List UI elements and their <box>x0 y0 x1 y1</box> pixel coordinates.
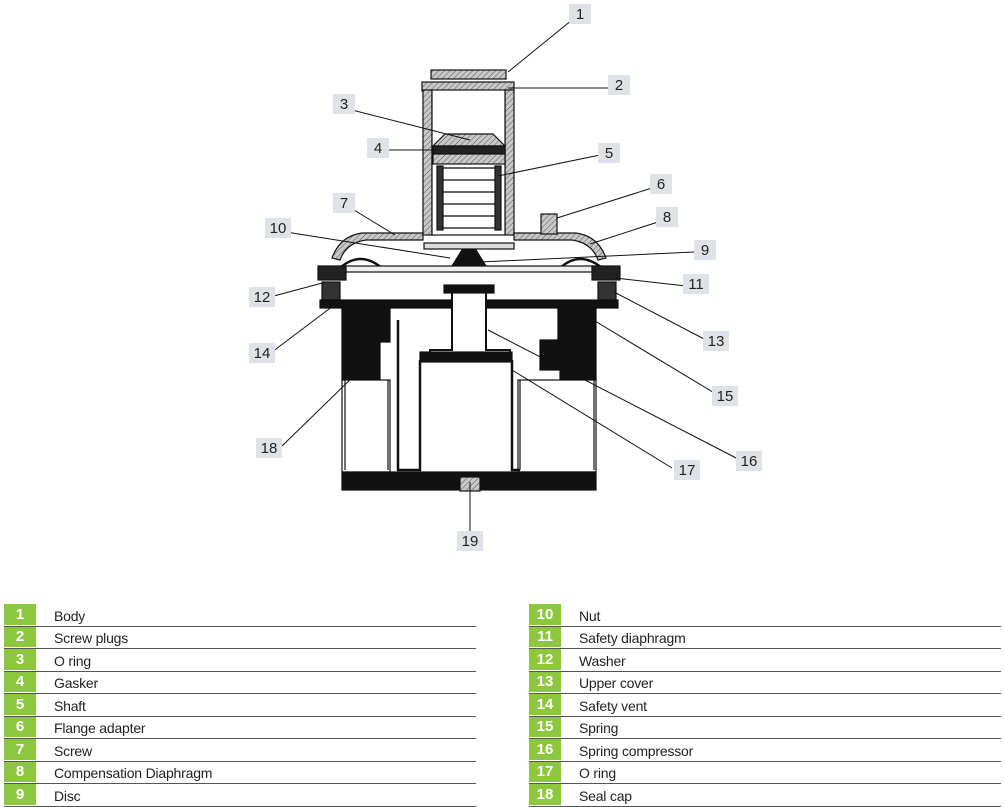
callout-13: 13 <box>703 331 729 351</box>
callout-19: 19 <box>457 531 483 551</box>
legend-label: Shaft <box>54 697 86 714</box>
legend-row: 6 Flange adapter <box>4 716 476 739</box>
legend-row: 4 Gasker <box>4 671 476 694</box>
legend-label: Upper cover <box>579 675 654 691</box>
callout-3-label: 3 <box>340 96 348 113</box>
legend-row: 8 Compensation Diaphragm <box>4 761 476 784</box>
callout-15-label: 15 <box>717 388 734 405</box>
legend-label: O ring <box>54 652 91 669</box>
legend-number: 9 <box>4 784 36 806</box>
legend-label: Compensation Diaphragm <box>54 765 213 781</box>
legend-row: 2 Screw plugs <box>4 626 476 649</box>
legend-row: 16 Spring compressor <box>529 739 1001 762</box>
legend-number: 2 <box>4 626 36 648</box>
callout-11-label: 11 <box>688 276 704 293</box>
legend-number: 3 <box>4 649 36 671</box>
legend-row: 15 Spring <box>529 716 1001 739</box>
legend-number: 10 <box>529 604 561 626</box>
legend-row: 13 Upper cover <box>529 671 1001 694</box>
legend-row: 1 Body <box>4 604 476 627</box>
legend-label: Body <box>54 607 86 624</box>
legend-label: Disc <box>54 787 81 804</box>
legend-label: Washer <box>579 652 626 669</box>
callout-5-label: 5 <box>605 145 613 162</box>
legend-number: 18 <box>529 784 561 806</box>
legend-number: 8 <box>4 761 36 783</box>
legend-label: Screw plugs <box>54 630 129 646</box>
legend-label: Spring <box>579 720 619 736</box>
callout-18-label: 18 <box>261 440 278 457</box>
legend-label: Flange adapter <box>54 720 146 736</box>
callout-2: 2 <box>608 75 630 95</box>
legend-number: 1 <box>4 604 36 626</box>
callout-16-label: 16 <box>741 453 758 470</box>
legend-number: 6 <box>4 716 36 738</box>
legend-number: 4 <box>4 671 36 693</box>
callout-14-label: 14 <box>254 345 271 362</box>
legend-label: Safety vent <box>579 697 647 714</box>
regulator-body <box>317 69 621 492</box>
legend-row: 12 Washer <box>529 649 1001 672</box>
parts-legend-left: 1 Body 2 Screw plugs 3 O ring 4 Gasker 5 Shaf… <box>4 604 476 807</box>
legend-number: 16 <box>529 739 561 761</box>
legend-label: Gasker <box>54 675 98 691</box>
parts-legend-right: 10 Nut 11 Safety diaphragm 12 Washer 13 Uppe… <box>529 604 1001 807</box>
callout-4: 4 <box>367 138 389 158</box>
leader-lines <box>271 19 741 532</box>
callout-8-label: 8 <box>663 209 671 226</box>
callout-10: 10 <box>265 218 291 238</box>
legend-number: 7 <box>4 739 36 761</box>
legend-row: 9 Disc <box>4 784 476 807</box>
legend-row: 5 Shaft <box>4 694 476 717</box>
callout-14: 14 <box>249 343 275 363</box>
callout-2-label: 2 <box>615 77 623 94</box>
callout-5: 5 <box>598 143 620 163</box>
callout-10-label: 10 <box>270 220 287 237</box>
regulator-cross-section-diagram: 1 2 3 4 5 6 7 8 9 10 11 12 13 14 15 16 1… <box>249 4 762 551</box>
callout-3: 3 <box>333 94 355 114</box>
callout-19-label: 19 <box>462 533 479 550</box>
callout-6: 6 <box>650 174 672 194</box>
legend-label: Nut <box>579 607 601 624</box>
legend-row: 14 Safety vent <box>529 694 1001 717</box>
callout-13-label: 13 <box>708 333 725 350</box>
callout-18: 18 <box>256 438 282 458</box>
callout-1-label: 1 <box>576 6 584 23</box>
callout-7-label: 7 <box>340 195 348 212</box>
callout-17-label: 17 <box>679 462 696 479</box>
callout-6-label: 6 <box>657 176 665 193</box>
callout-12: 12 <box>249 287 275 307</box>
legend-number: 11 <box>529 626 561 648</box>
callout-17: 17 <box>674 460 700 480</box>
callout-9: 9 <box>694 240 716 260</box>
legend-label: Screw <box>54 742 92 759</box>
legend-number: 12 <box>529 649 561 671</box>
callout-8: 8 <box>656 207 678 227</box>
callout-7: 7 <box>333 193 355 213</box>
legend-number: 17 <box>529 761 561 783</box>
legend-row: 11 Safety diaphragm <box>529 626 1001 649</box>
callout-16: 16 <box>736 451 762 471</box>
callout-4-label: 4 <box>374 140 382 157</box>
legend-number: 14 <box>529 694 561 716</box>
legend-number: 5 <box>4 694 36 716</box>
callout-1: 1 <box>569 4 591 24</box>
legend-number: 13 <box>529 671 561 693</box>
legend-label: Safety diaphragm <box>579 630 686 646</box>
callout-15: 15 <box>712 386 738 406</box>
callout-11: 11 <box>683 274 709 294</box>
legend-row: 17 O ring <box>529 761 1001 784</box>
legend-label: Seal cap <box>579 787 632 804</box>
legend-number: 15 <box>529 716 561 738</box>
callout-12-label: 12 <box>254 289 271 306</box>
legend-label: Spring compressor <box>579 742 694 759</box>
legend-label: O ring <box>579 765 616 781</box>
legend-row: 18 Seal cap <box>529 784 1001 807</box>
legend-row: 7 Screw <box>4 739 476 762</box>
legend-row: 3 O ring <box>4 649 476 672</box>
callout-9-label: 9 <box>701 242 709 259</box>
legend-row: 10 Nut <box>529 604 1001 627</box>
